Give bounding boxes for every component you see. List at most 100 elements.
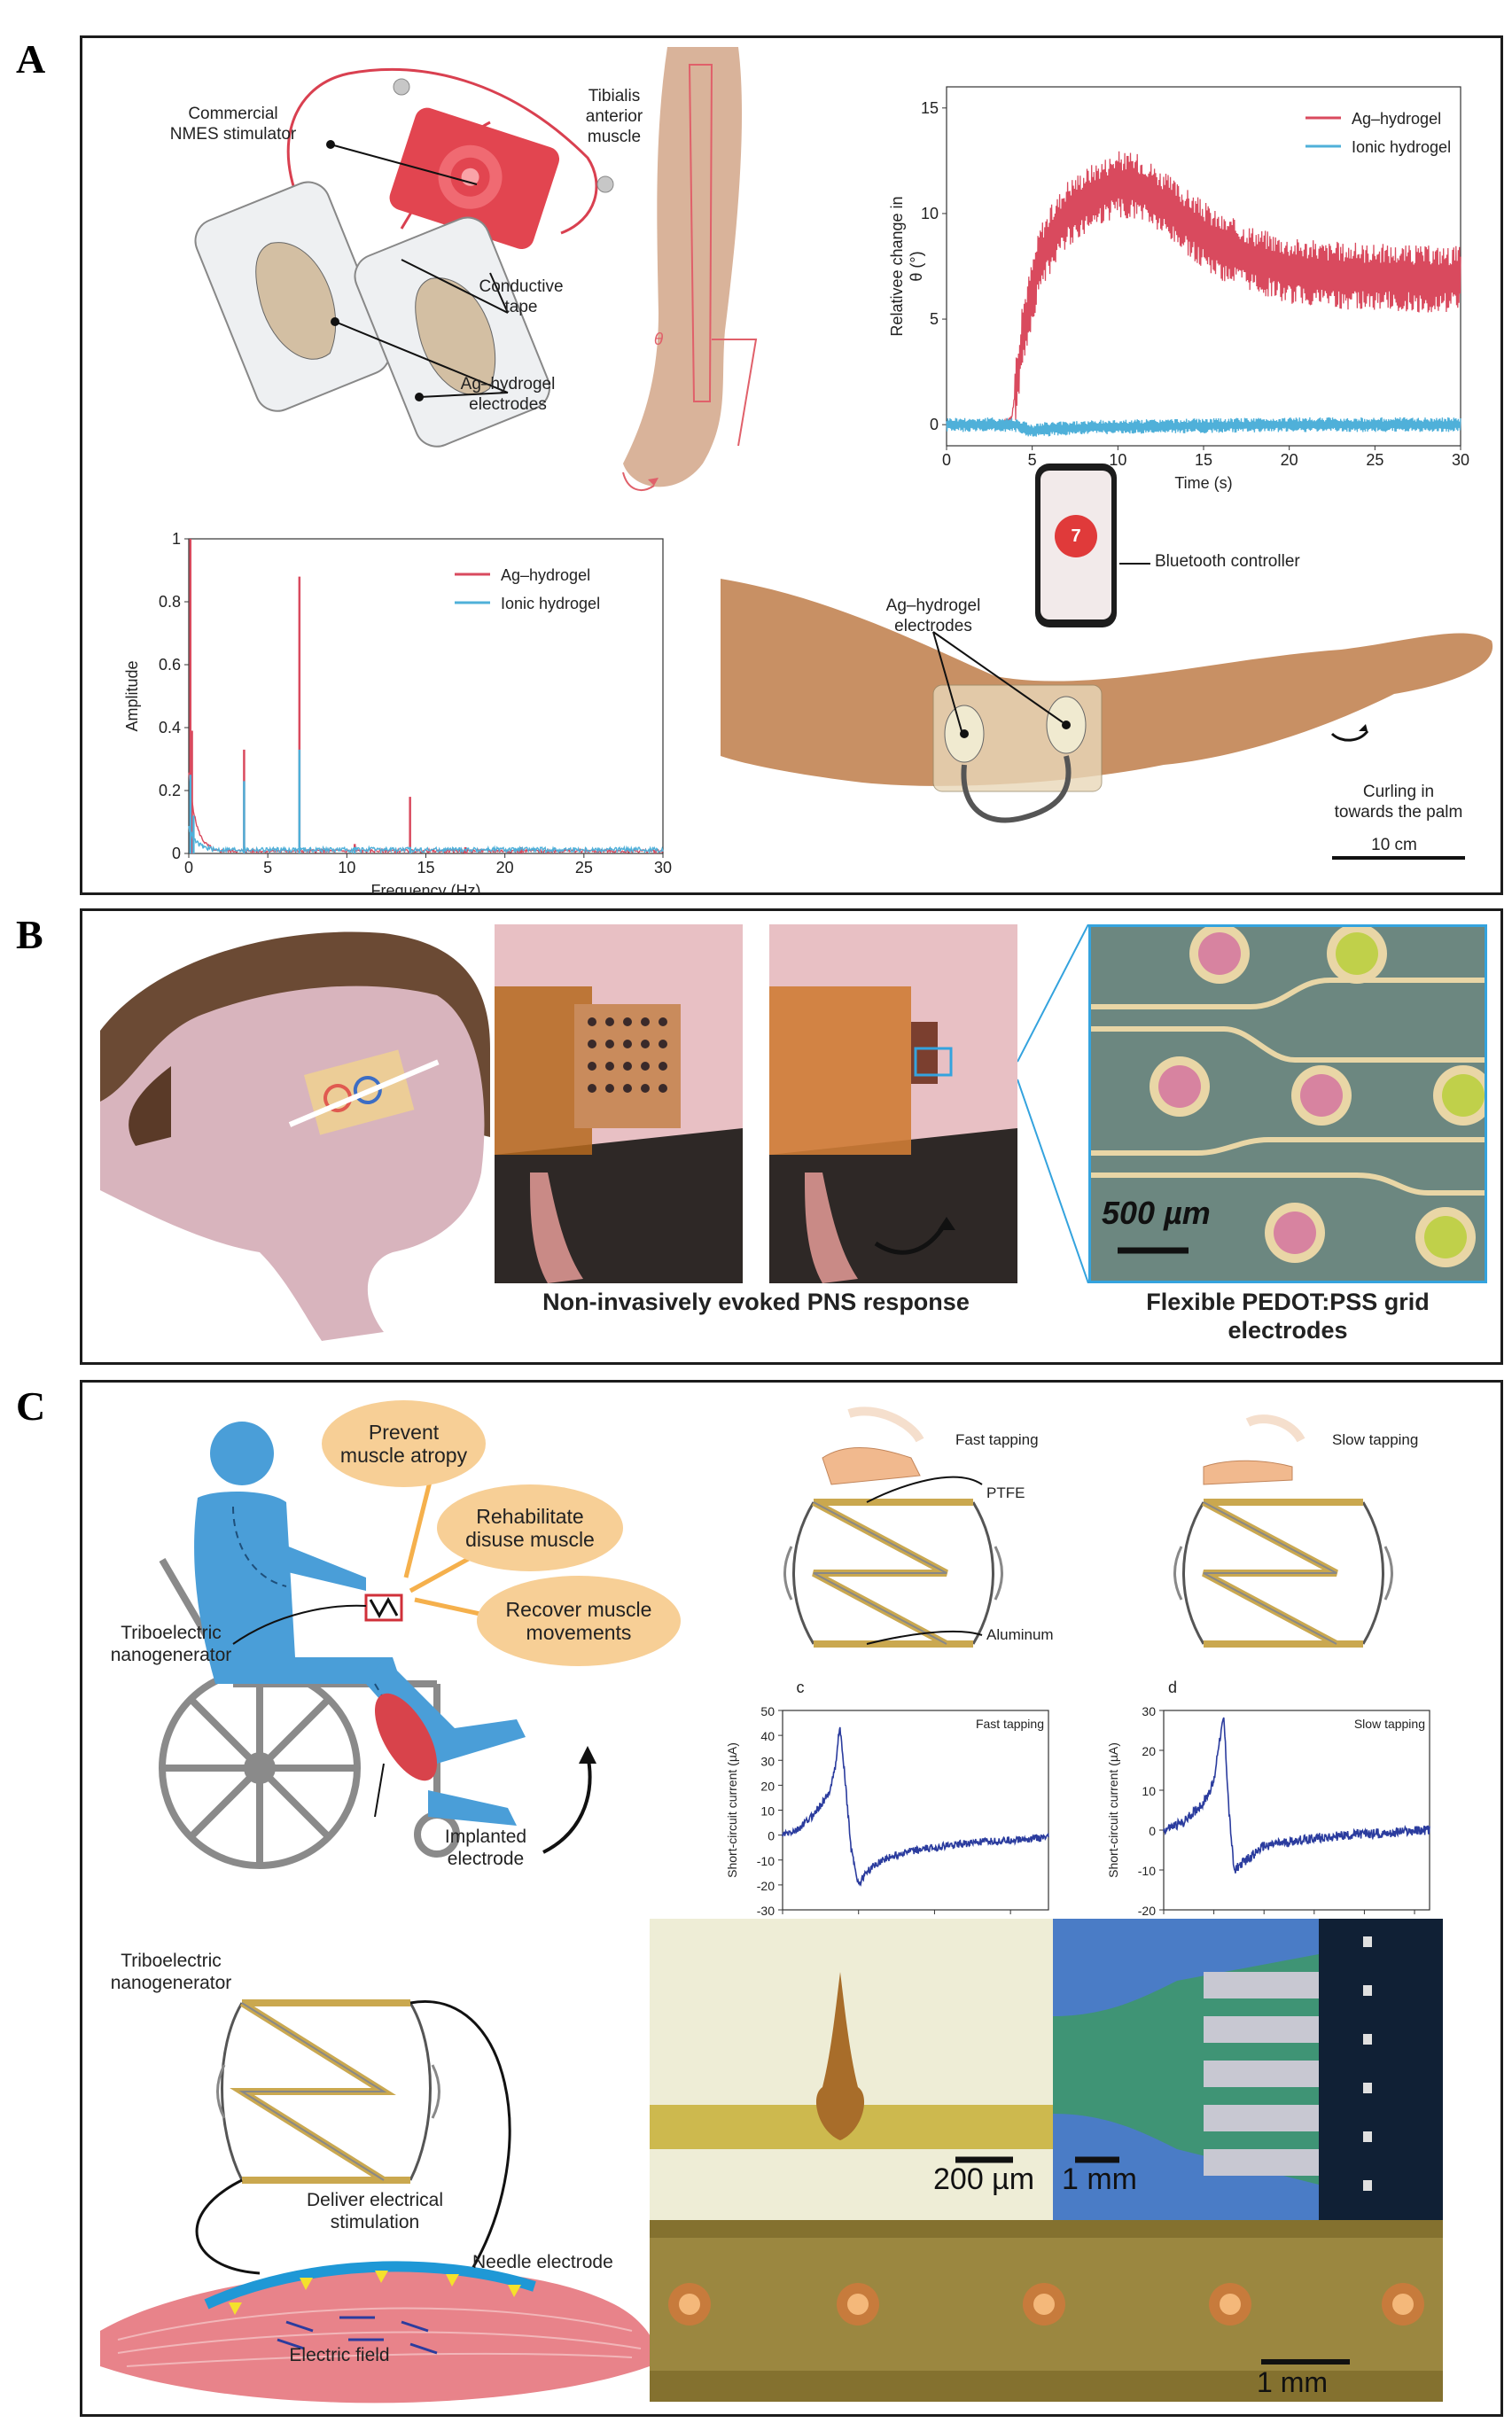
chart-fast-current: 0.000.100.200.30-30-20-1001020304050Time… xyxy=(725,1679,1049,1955)
panel-a: Commercial NMES stimulator Conductive ta… xyxy=(80,35,1503,895)
label-slow-tapping: Slow tapping xyxy=(1332,1431,1419,1448)
x-tick-label: 0 xyxy=(942,451,951,469)
x-tick-label: 5 xyxy=(1028,451,1037,469)
label-scale-1mm-b: 1 mm xyxy=(1257,2366,1328,2398)
x-tick-label: 25 xyxy=(1366,451,1383,469)
label-conductive-tape: Conductive tape xyxy=(479,277,564,316)
y-tick-label: 0.6 xyxy=(159,656,181,674)
wheelchair-illustration xyxy=(159,1422,596,1869)
series-line xyxy=(1163,1717,1430,1874)
electrode-pad-1 xyxy=(194,181,391,412)
x-axis-label: Frequency (Hz) xyxy=(370,882,480,893)
panel-b: 500 µm Non-invasively evoked PNS respons… xyxy=(80,908,1503,1365)
y-tick-label: 50 xyxy=(760,1704,775,1718)
y-tick-label: 0 xyxy=(768,1829,775,1843)
zoom-connector xyxy=(1017,924,1089,1283)
x-tick-label: 0 xyxy=(184,859,193,876)
x-tick-label: 15 xyxy=(1195,451,1212,469)
y-tick-label: 30 xyxy=(760,1754,775,1768)
y-tick-label: -20 xyxy=(1138,1904,1156,1918)
y-tick-label: -10 xyxy=(757,1854,775,1868)
y-tick-label: 40 xyxy=(760,1729,775,1743)
y-axis-label: Short-circuit current (µA) xyxy=(1106,1742,1120,1878)
label-teng-top: Triboelectric nanogenerator xyxy=(110,1623,232,1666)
x-tick-label: 10 xyxy=(1109,451,1126,469)
subpanel-tag: d xyxy=(1168,1679,1177,1696)
plot-frame xyxy=(782,1710,1049,1911)
label-tibialis: Tibialis anterior muscle xyxy=(585,87,643,146)
y-tick-label: 15 xyxy=(921,99,939,117)
caption-pns-response: Non-invasively evoked PNS response xyxy=(542,1289,970,1315)
strip-micrograph xyxy=(650,2220,1443,2402)
electrode-diagram xyxy=(194,68,614,448)
plot-frame xyxy=(1163,1710,1430,1911)
chart-slow-current: 0.00.10.20.30.40.5-20-100102030Time (s)S… xyxy=(1106,1679,1430,1955)
label-scale-1mm-a: 1 mm xyxy=(1062,2162,1137,2196)
series-line xyxy=(188,772,664,855)
y-tick-label: 0 xyxy=(1149,1824,1156,1838)
y-tick-label: 0.2 xyxy=(159,782,181,799)
y-tick-label: -20 xyxy=(757,1879,775,1893)
plot-frame xyxy=(188,538,664,854)
series-line xyxy=(188,825,664,854)
y-axis-label: Amplitude xyxy=(123,660,141,731)
label-stimulator: Commercial NMES stimulator xyxy=(169,105,297,144)
teng-slow-schematic xyxy=(1173,1414,1393,1648)
x-tick-label: 5 xyxy=(263,859,272,876)
y-tick-label: 10 xyxy=(921,205,939,222)
phone-icon: 7 xyxy=(1035,464,1117,627)
label-electrodes: Ag–hydrogel electrodes xyxy=(460,375,556,414)
label-aluminum: Aluminum xyxy=(986,1626,1054,1643)
panel-label-a: A xyxy=(16,36,46,82)
x-tick-label: 25 xyxy=(575,859,593,876)
phone-value: 7 xyxy=(1055,515,1097,557)
pedot-grid-photo xyxy=(1088,924,1487,1283)
label-ptfe: PTFE xyxy=(986,1484,1025,1501)
label-teng-bottom: Triboelectric nanogenerator xyxy=(110,1951,232,1994)
y-tick-label: 20 xyxy=(760,1779,775,1793)
y-tick-label: 0 xyxy=(930,416,939,433)
y-tick-label: -30 xyxy=(757,1904,775,1918)
panel-c: Prevent muscle atropy Rehabilitate disus… xyxy=(80,1380,1503,2417)
y-axis-label: Relativee change in xyxy=(888,196,906,336)
subpanel-tag: c xyxy=(797,1679,805,1696)
y-tick-label: 0.8 xyxy=(159,593,181,611)
label-fast-tapping: Fast tapping xyxy=(955,1431,1039,1448)
stimulation-diagram xyxy=(100,1999,657,2404)
label-curling: Curling in towards the palm xyxy=(1334,783,1463,822)
label-theta: θ xyxy=(653,331,664,349)
y-tick-label: 30 xyxy=(1142,1704,1156,1718)
panel-label-c: C xyxy=(16,1383,46,1429)
series-line xyxy=(946,151,1461,428)
label-deliver: Deliver electrical stimulation xyxy=(306,2190,444,2233)
y-tick-label: 0.4 xyxy=(159,719,181,736)
label-scale-200um: 200 µm xyxy=(933,2162,1035,2196)
bubble-rehabilitate: Rehabilitate disuse muscle xyxy=(437,1484,623,1571)
panel-label-b: B xyxy=(16,912,43,957)
y-tick-label: -10 xyxy=(1138,1864,1156,1878)
y-tick-label: 10 xyxy=(760,1804,775,1819)
bubble-prevent-atropy: Prevent muscle atropy xyxy=(322,1400,486,1487)
y-axis-label: Short-circuit current (µA) xyxy=(725,1742,739,1878)
x-tick-label: 30 xyxy=(1452,451,1469,469)
y-tick-label: 0 xyxy=(172,845,181,862)
x-tick-label: 20 xyxy=(496,859,514,876)
array-micrograph xyxy=(1053,1919,1443,2220)
legend-label: Ag–hydrogel xyxy=(501,566,590,584)
stimulator-icon xyxy=(389,107,560,250)
y-tick-label: 10 xyxy=(1142,1784,1156,1798)
label-electric-field: Electric field xyxy=(289,2345,390,2365)
controller-leader xyxy=(1119,563,1150,565)
y-tick-label: 1 xyxy=(172,530,181,548)
series-line xyxy=(782,1726,1049,1888)
label-needle: Needle electrode xyxy=(472,2252,613,2272)
y-axis-label: θ (°) xyxy=(908,251,925,281)
x-tick-label: 15 xyxy=(417,859,434,876)
rat-illustration xyxy=(100,931,490,1341)
legend-label: Ionic hydrogel xyxy=(501,595,600,612)
teng-fast-schematic xyxy=(783,1406,1003,1648)
rat-photo-2 xyxy=(769,924,1017,1283)
caption-pedot-grid: Flexible PEDOT:PSS grid electrodes xyxy=(1146,1289,1430,1344)
series-line xyxy=(946,417,1461,437)
